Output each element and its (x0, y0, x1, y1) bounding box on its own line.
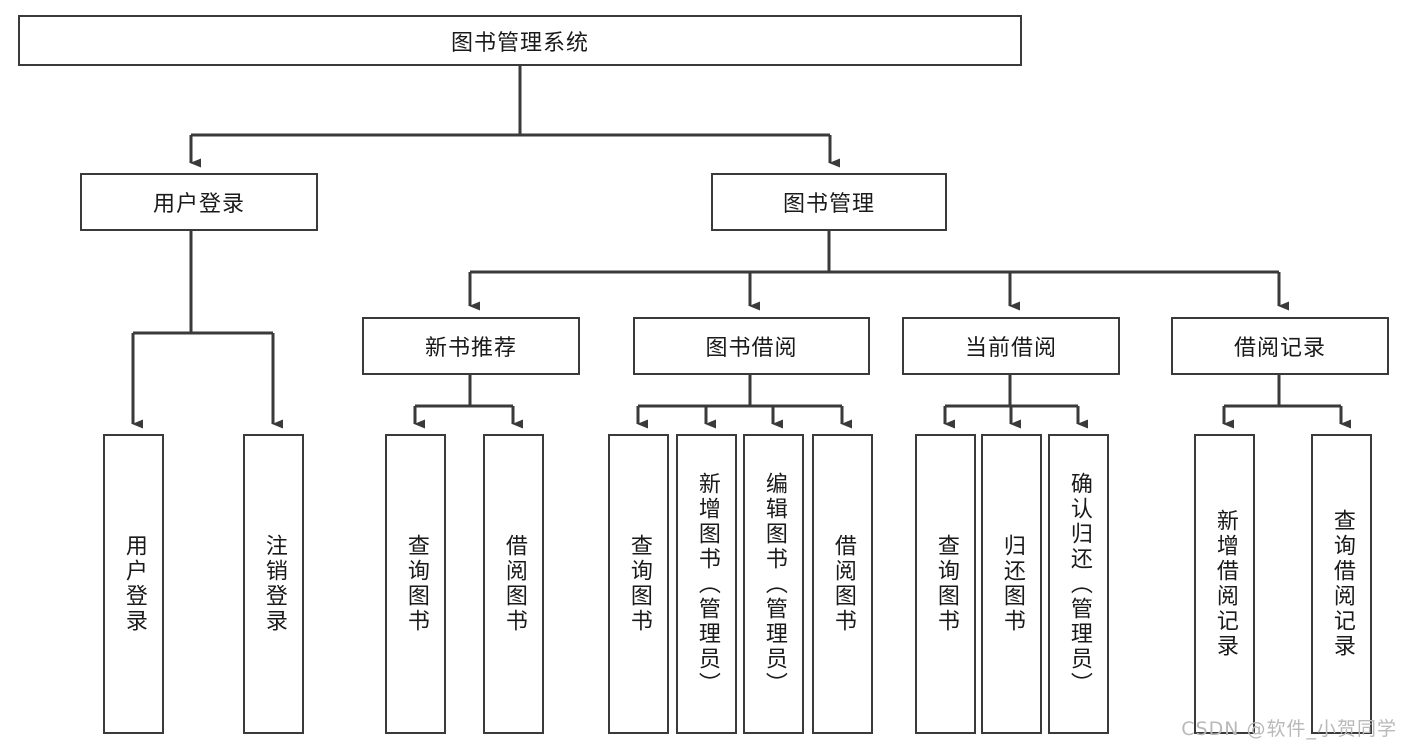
leaf-edit-book[interactable]: 编辑图书（管理员） (743, 434, 804, 734)
leaf-borrow-book-2-label: 借阅图书 (830, 534, 856, 634)
leaf-query-book-3[interactable]: 查询图书 (915, 434, 976, 734)
leaf-query-book-2[interactable]: 查询图书 (608, 434, 669, 734)
leaf-logout-login-label: 注销登录 (261, 534, 287, 634)
leaf-borrow-book-2[interactable]: 借阅图书 (812, 434, 873, 734)
node-root-label: 图书管理系统 (450, 30, 589, 56)
node-book-admin[interactable]: 图书管理 (711, 173, 947, 231)
leaf-query-record-label: 查询借阅记录 (1329, 509, 1355, 659)
node-book-admin-label: 图书管理 (782, 192, 875, 217)
leaf-query-book-1-label: 查询图书 (403, 534, 429, 634)
leaf-add-record[interactable]: 新增借阅记录 (1194, 434, 1255, 734)
leaf-add-book-label: 新增图书（管理员） (694, 471, 720, 697)
leaf-return-book[interactable]: 归还图书 (981, 434, 1042, 734)
node-user-login[interactable]: 用户登录 (80, 173, 318, 231)
node-book-borrow[interactable]: 图书借阅 (633, 317, 870, 375)
node-new-book-rec-label: 新书推荐 (424, 336, 517, 361)
leaf-query-book-1[interactable]: 查询图书 (385, 434, 446, 734)
leaf-borrow-book-1-label: 借阅图书 (501, 534, 527, 634)
leaf-add-record-label: 新增借阅记录 (1212, 509, 1238, 659)
node-borrow-record-label: 借阅记录 (1233, 336, 1326, 361)
leaf-user-login[interactable]: 用户登录 (103, 434, 164, 734)
node-current-borrow[interactable]: 当前借阅 (902, 317, 1120, 375)
leaf-user-login-label: 用户登录 (121, 534, 147, 634)
leaf-edit-book-label: 编辑图书（管理员） (761, 471, 787, 697)
leaf-logout-login[interactable]: 注销登录 (243, 434, 304, 734)
node-borrow-record[interactable]: 借阅记录 (1171, 317, 1389, 375)
leaf-return-book-label: 归还图书 (999, 534, 1025, 634)
leaf-query-book-3-label: 查询图书 (933, 534, 959, 634)
node-book-borrow-label: 图书借阅 (705, 336, 798, 361)
leaf-add-book[interactable]: 新增图书（管理员） (676, 434, 737, 734)
watermark-text: CSDN @软件_小贺同学 (1181, 718, 1397, 740)
node-root[interactable]: 图书管理系统 (18, 15, 1022, 66)
leaf-query-record[interactable]: 查询借阅记录 (1311, 434, 1372, 734)
node-current-borrow-label: 当前借阅 (964, 336, 1057, 361)
leaf-query-book-2-label: 查询图书 (626, 534, 652, 634)
leaf-confirm-return[interactable]: 确认归还（管理员） (1048, 434, 1109, 734)
node-user-login-label: 用户登录 (152, 192, 245, 217)
leaf-borrow-book-1[interactable]: 借阅图书 (483, 434, 544, 734)
node-new-book-rec[interactable]: 新书推荐 (362, 317, 580, 375)
leaf-confirm-return-label: 确认归还（管理员） (1066, 471, 1092, 697)
